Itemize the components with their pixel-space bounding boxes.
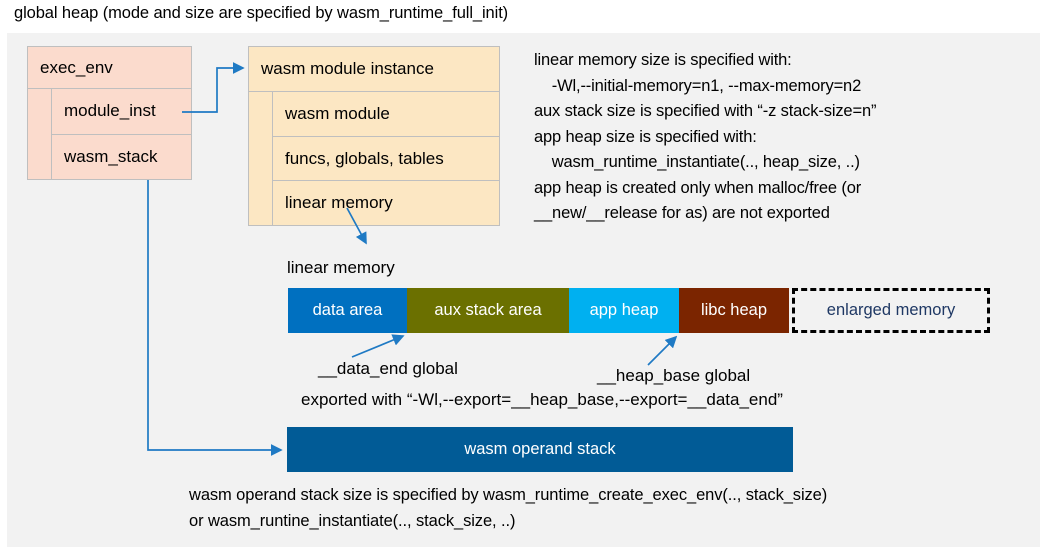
wasm-module-instance-body: wasm module funcs, globals, tables linea… [249, 92, 499, 225]
memory-segment-app-heap: app heap [569, 288, 679, 333]
memory-segment-enlarged-memory: enlarged memory [792, 288, 990, 333]
operand-stack-note: wasm operand stack size is specified by … [189, 486, 828, 530]
wasm-operand-stack-bar: wasm operand stack [287, 427, 793, 472]
exec-env-rows: module_inst wasm_stack [52, 89, 191, 179]
exec-env-row-wasm-stack: wasm_stack [64, 146, 158, 166]
exec-env-body: module_inst wasm_stack [28, 89, 191, 179]
annotation-exported-with: exported with “-Wl,--export=__heap_base,… [301, 390, 783, 409]
memory-segment-aux-stack-area: aux stack area [407, 288, 569, 333]
wasm-module-instance-box: wasm module instance wasm module funcs, … [248, 46, 500, 226]
linear-memory-note: linear memory size is specified with: -W… [534, 51, 877, 222]
memory-segment-data-area: data area [288, 288, 407, 333]
row-linear-memory: linear memory [285, 193, 393, 213]
exec-env-header: exec_env [28, 47, 191, 89]
annotation-heap-base-global: __heap_base global [597, 366, 751, 385]
memory-segment-libc-heap: libc heap [679, 288, 789, 333]
wasm-module-instance-rows: wasm module funcs, globals, tables linea… [273, 92, 499, 225]
row-funcs-globals-tables: funcs, globals, tables [273, 137, 499, 182]
wasm-module-instance-indent-column [249, 92, 273, 225]
linear-memory-bar: data area aux stack area app heap libc h… [288, 288, 990, 333]
diagram-title: global heap (mode and size are specified… [14, 4, 509, 22]
exec-env-box: exec_env module_inst wasm_stack [27, 46, 192, 180]
row-wasm-module: wasm module [273, 92, 499, 137]
exec-env-indent-column [28, 89, 52, 179]
wasm-module-instance-header: wasm module instance [249, 47, 499, 92]
linear-memory-label: linear memory [287, 258, 395, 277]
exec-env-row-module-inst: module_inst [52, 89, 191, 135]
annotation-data-end-global: __data_end global [318, 359, 458, 378]
